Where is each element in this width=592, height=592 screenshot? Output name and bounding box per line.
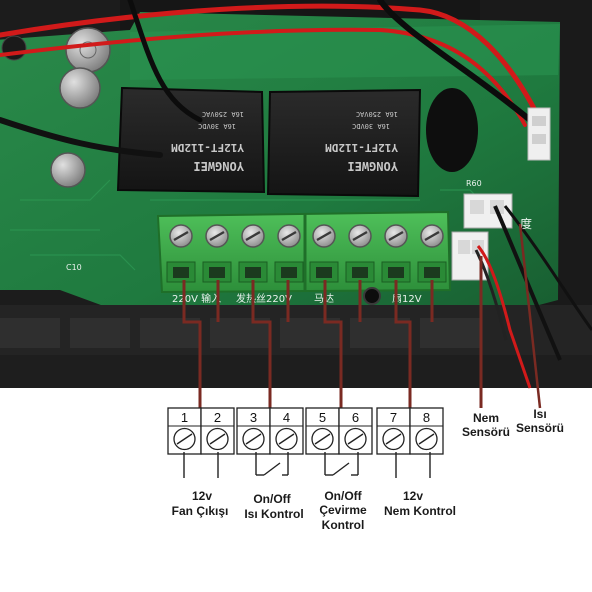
terminal-8: 8	[409, 407, 444, 455]
terminal-4: 4	[269, 407, 304, 455]
label-temp-sensor: Isı Sensörü	[516, 407, 564, 435]
board-screw-4	[277, 224, 301, 248]
svg-text:Nem: Nem	[473, 411, 499, 425]
label-humidity-sensor: Nem Sensörü	[462, 411, 510, 439]
svg-text:YONGWEI: YONGWEI	[193, 159, 244, 173]
svg-text:16A 30VDC: 16A 30VDC	[198, 122, 236, 130]
terminal-schematic: 1 2 3 4 5 6 7 8	[167, 407, 444, 455]
relay-1: 16A 250VAC 16A 30VDC Y12FT-112DM YONGWEI	[116, 86, 266, 194]
board-screw-7	[384, 224, 408, 248]
terminal-number: 5	[319, 410, 326, 425]
label-heat-control: On/Off Isı Kontrol	[244, 492, 303, 521]
svg-text:C10: C10	[66, 263, 82, 272]
relay-2: 16A 250VAC 16A 30VDC Y12FT-112DM YONGWEI	[266, 88, 422, 198]
board-screw-5	[312, 224, 336, 248]
svg-text:Y12FT-112DM: Y12FT-112DM	[171, 141, 244, 154]
terminal-1: 1	[167, 407, 202, 455]
svg-text:16A 250VAC: 16A 250VAC	[356, 110, 398, 118]
label-turn-control: On/Off Çevirme Kontrol	[319, 489, 367, 532]
mounting-hole	[363, 287, 381, 305]
svg-text:Çevirme: Çevirme	[319, 503, 367, 517]
terminal-5: 5	[305, 407, 340, 455]
terminal-6: 6	[338, 407, 373, 455]
buzzer	[426, 88, 478, 172]
switch-symbols	[183, 452, 431, 478]
terminal-3: 3	[236, 407, 271, 455]
terminal-number: 8	[423, 410, 430, 425]
terminal-number: 6	[352, 410, 359, 425]
svg-text:Sensörü: Sensörü	[462, 425, 510, 439]
svg-text:16A 250VAC: 16A 250VAC	[202, 110, 244, 118]
svg-text:Isı: Isı	[533, 407, 546, 421]
label-humidity-control: 12v Nem Kontrol	[384, 489, 456, 518]
svg-text:Kontrol: Kontrol	[322, 518, 365, 532]
device-photo: 16A 250VAC 16A 30VDC Y12FT-112DM YONGWEI…	[0, 0, 592, 389]
label-fan-output: 12v Fan Çıkışı	[172, 489, 229, 518]
svg-text:Nem Kontrol: Nem Kontrol	[384, 504, 456, 518]
svg-text:12v: 12v	[403, 489, 423, 503]
svg-text:On/Off: On/Off	[324, 489, 362, 503]
terminal-number: 2	[214, 410, 221, 425]
terminal-number: 4	[283, 410, 290, 425]
svg-text:Isı Kontrol: Isı Kontrol	[244, 507, 303, 521]
terminal-number: 1	[181, 410, 188, 425]
terminal-number: 3	[250, 410, 257, 425]
board-screw-3	[241, 224, 265, 248]
leader-lines	[182, 223, 542, 409]
svg-text:扇12V: 扇12V	[392, 292, 422, 305]
svg-text:度: 度	[520, 216, 532, 231]
terminal-2: 2	[200, 407, 235, 455]
terminal-block	[156, 210, 452, 294]
board-screw-8	[420, 224, 444, 248]
terminal-number: 7	[390, 410, 397, 425]
board-screw-1	[169, 224, 193, 248]
svg-text:YONGWEI: YONGWEI	[347, 159, 398, 173]
wires	[0, 0, 543, 158]
svg-text:12v: 12v	[192, 489, 212, 503]
connector-top-right	[527, 107, 551, 161]
svg-text:Sensörü: Sensörü	[516, 421, 564, 435]
board-screw-6	[348, 224, 372, 248]
svg-text:R60: R60	[466, 179, 482, 188]
svg-text:On/Off: On/Off	[253, 492, 291, 506]
svg-text:220V 输入: 220V 输入	[172, 292, 221, 305]
svg-text:Fan Çıkışı: Fan Çıkışı	[172, 504, 229, 518]
svg-text:16A 30VDC: 16A 30VDC	[352, 122, 390, 130]
board-screw-2	[205, 224, 229, 248]
svg-text:Y12FT-112DM: Y12FT-112DM	[325, 141, 398, 154]
svg-text:发热丝220V: 发热丝220V	[236, 292, 292, 305]
terminal-7: 7	[376, 407, 411, 455]
capacitors	[1, 27, 111, 188]
